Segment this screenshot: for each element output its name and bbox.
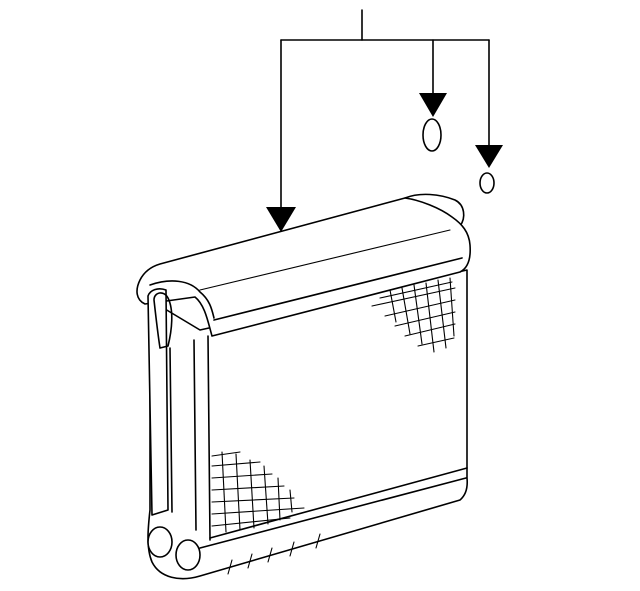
front-face-left-edge xyxy=(207,335,211,541)
arrowhead-oring-large xyxy=(419,93,447,117)
bottom-header-mid xyxy=(199,477,467,549)
side-plate-curl xyxy=(153,292,173,349)
side-plate xyxy=(147,288,169,516)
header-tank xyxy=(136,197,471,337)
fin-mesh-lower xyxy=(211,451,305,533)
oring-small xyxy=(479,172,495,194)
tank-top-ridge xyxy=(149,280,215,319)
arrowhead-core xyxy=(266,207,296,232)
leader-lines xyxy=(266,9,503,232)
evaporator-core xyxy=(136,193,471,580)
pipe-port-right xyxy=(175,539,201,571)
pipe-port-left xyxy=(147,526,173,558)
side-plate-rail xyxy=(193,339,197,531)
side-plate-edge xyxy=(169,347,173,513)
bottom-header-top xyxy=(209,467,468,539)
arrowhead-oring-small xyxy=(475,145,503,168)
fin-mesh-upper xyxy=(371,277,456,353)
core-body xyxy=(147,269,469,580)
bottom-fin-ticks xyxy=(227,533,321,575)
tank-crease xyxy=(199,229,451,291)
oring-large xyxy=(422,118,442,152)
tank-lower-edge xyxy=(213,257,463,321)
